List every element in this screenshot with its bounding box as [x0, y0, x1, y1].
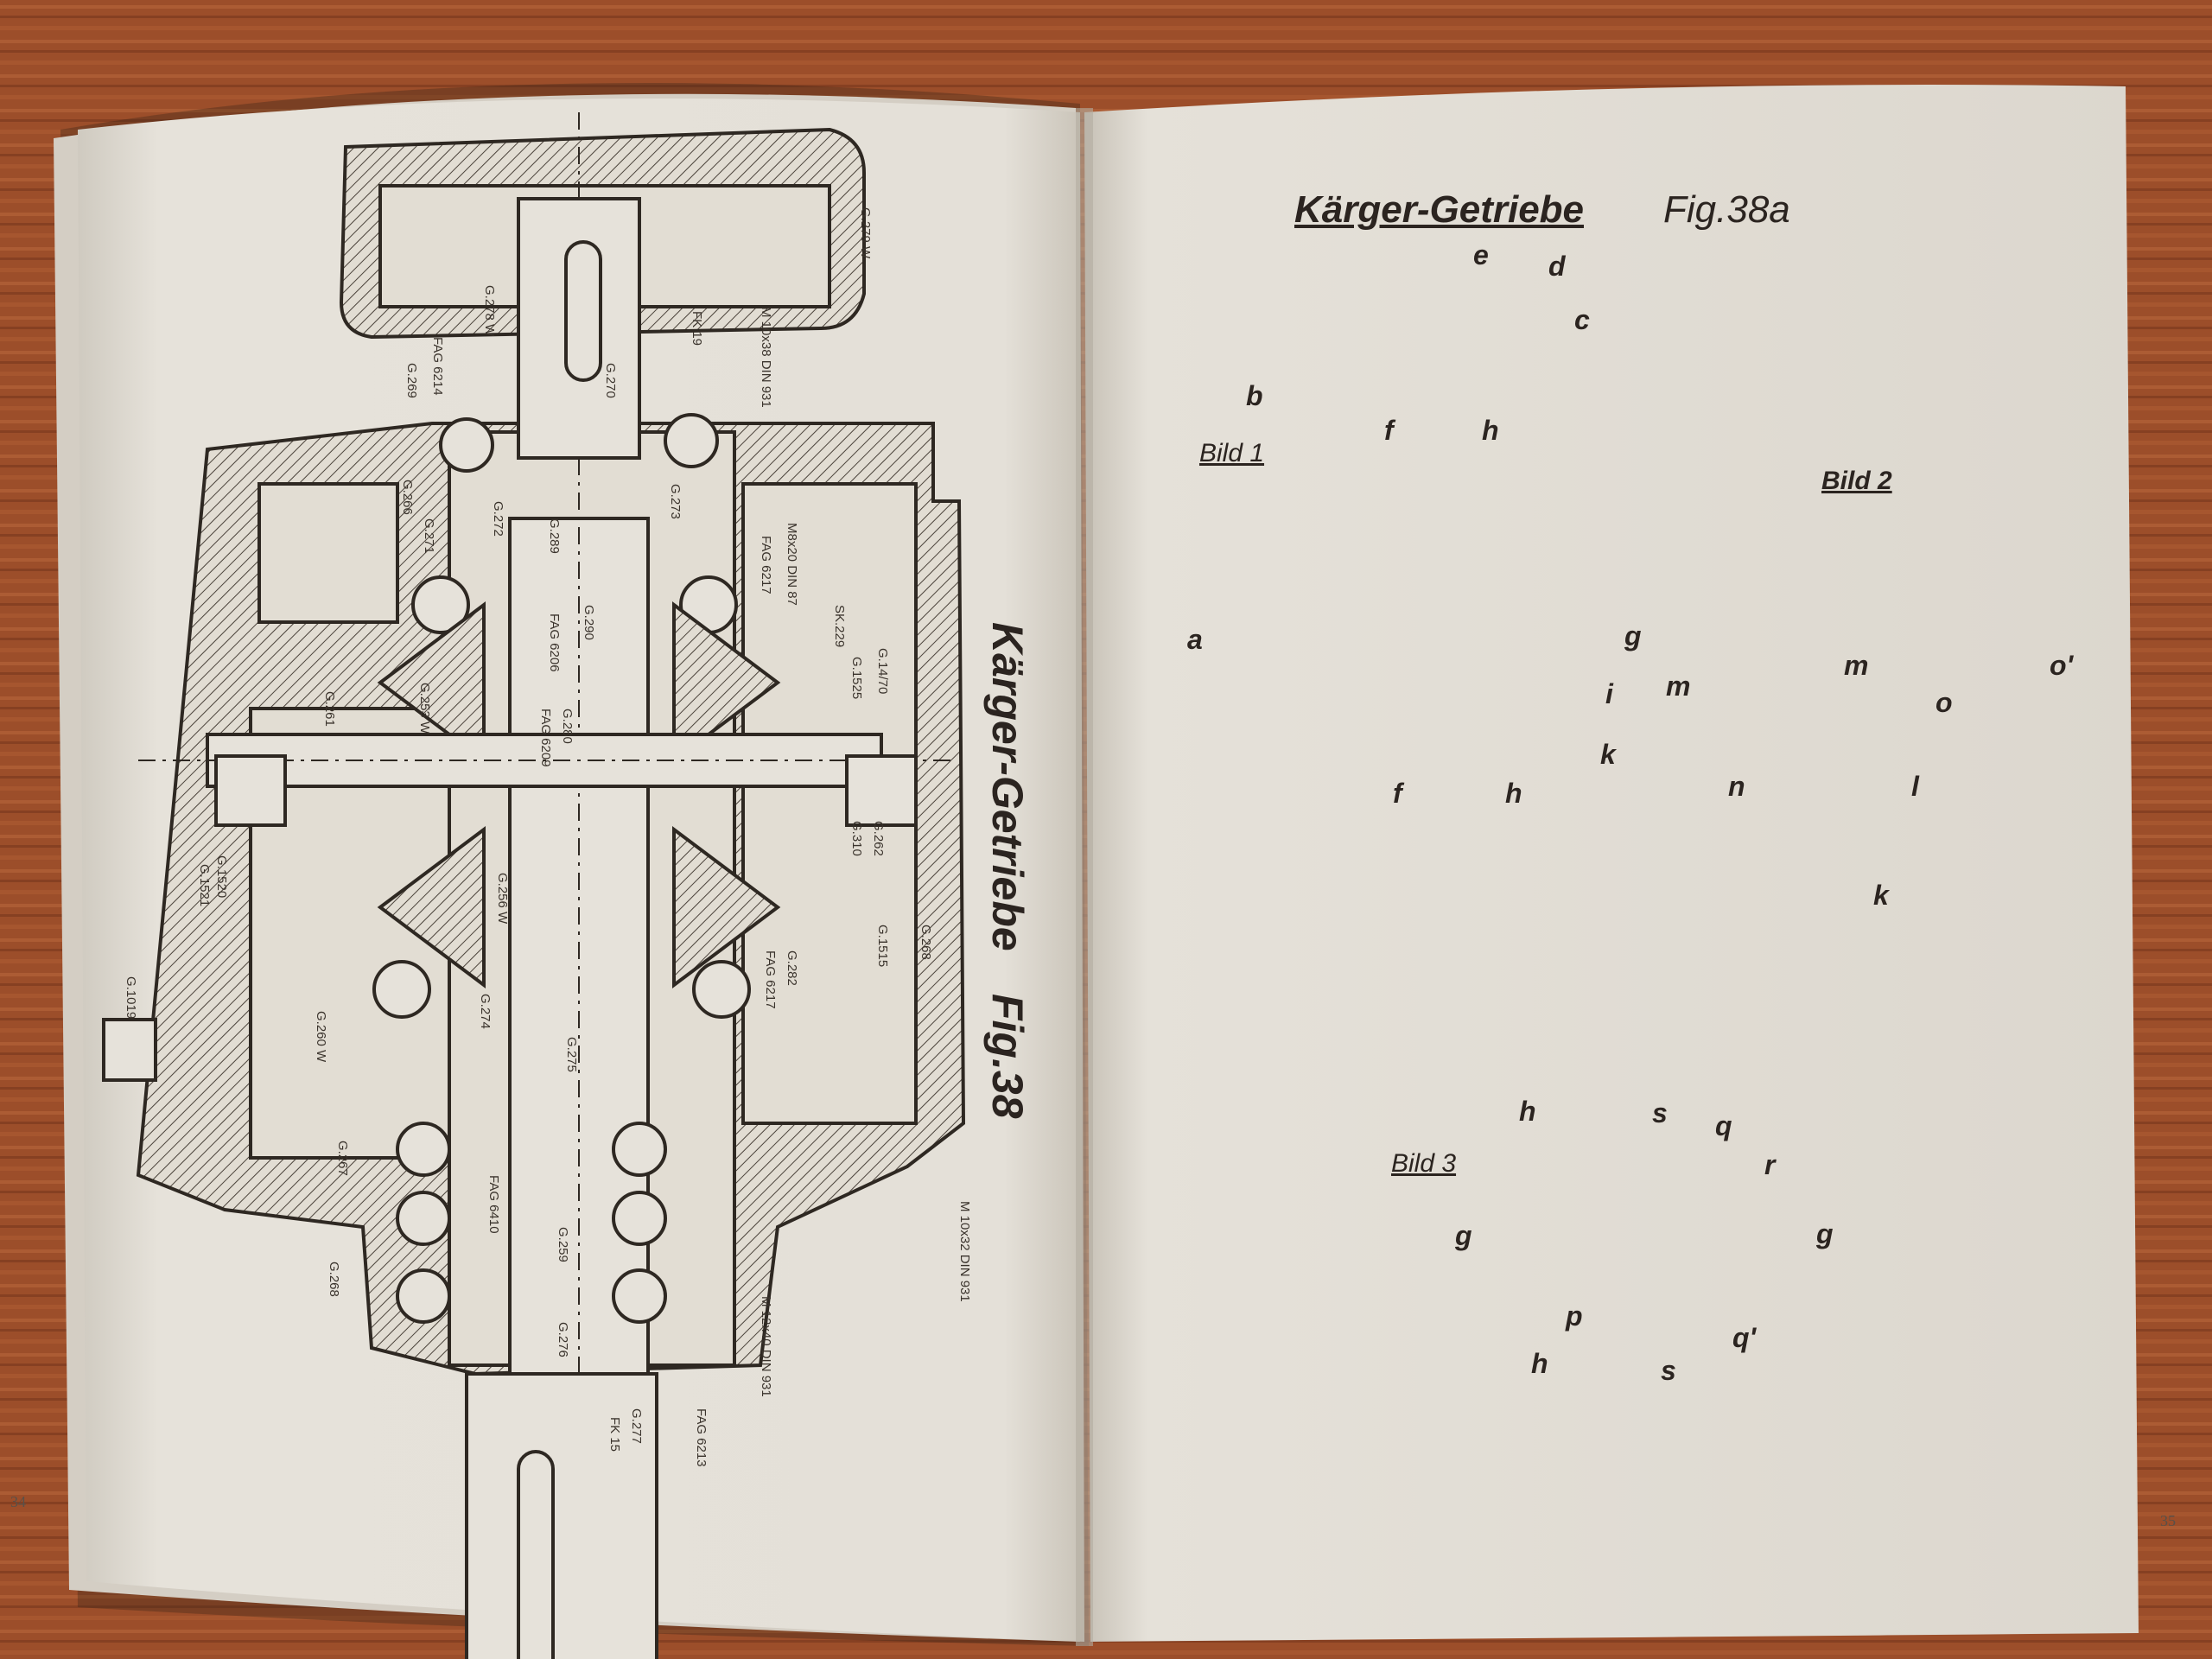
letter-k-bild2: k	[1873, 880, 1889, 911]
part-label: G.260 W	[314, 1011, 328, 1063]
part-label: FK 19	[690, 311, 704, 346]
letter-s-top: s	[1652, 1097, 1668, 1128]
left-page-number: 34	[10, 1493, 26, 1510]
letter-q-prime: q'	[1732, 1322, 1757, 1353]
letter-r: r	[1764, 1149, 1776, 1180]
bild-3-label: Bild 3	[1391, 1149, 1457, 1178]
part-label: G.272	[491, 501, 505, 537]
part-label: G.278 W	[482, 285, 497, 337]
part-label: G.275	[564, 1037, 579, 1072]
part-label: FAG 6217	[759, 536, 773, 594]
letter-g-right: g	[1816, 1218, 1834, 1249]
letter-h-bild3-top: h	[1519, 1096, 1536, 1127]
gearbox-section-drawing	[102, 112, 966, 1659]
part-label: G.1520	[214, 855, 229, 899]
part-label: G.259	[556, 1227, 570, 1262]
left-vertical-title: Kärger-Getriebe	[983, 622, 1032, 951]
part-label: G.282	[785, 950, 799, 986]
letter-g: g	[1624, 620, 1642, 652]
bild-2-label: Bild 2	[1821, 467, 1892, 495]
letter-n: n	[1728, 771, 1745, 802]
part-label: G.1019	[124, 976, 138, 1020]
right-page-number: 35	[2160, 1512, 2176, 1529]
part-label: G.1515	[875, 925, 890, 968]
part-label: G.271	[422, 518, 436, 554]
letter-l: l	[1911, 771, 1919, 802]
part-label: M 10x38 DIN 931	[759, 307, 773, 408]
part-label: FAG 6217	[763, 950, 778, 1009]
part-label: G.256 W	[495, 873, 510, 925]
part-label: G.310	[849, 821, 864, 856]
part-label: G.279 W	[858, 207, 873, 259]
part-label: FAG 6206	[547, 613, 562, 672]
part-label: FAG 6214	[430, 337, 445, 396]
part-label: G.276	[556, 1322, 570, 1357]
part-label: SK.229	[832, 605, 847, 648]
letter-c: c	[1574, 304, 1590, 335]
letter-h-bild3-bottom: h	[1531, 1348, 1548, 1379]
letter-e: e	[1473, 239, 1489, 270]
part-label: G.261	[322, 691, 337, 727]
part-label: G.266	[400, 480, 415, 515]
letter-i: i	[1605, 678, 1613, 709]
part-label: G.14/70	[875, 648, 890, 695]
part-label: G.1521	[197, 864, 212, 907]
letter-f-bottom: f	[1393, 778, 1402, 809]
letter-m: m	[1844, 650, 1869, 681]
part-label: G.268	[327, 1262, 341, 1297]
letter-a: a	[1187, 624, 1203, 655]
part-label: G.262	[871, 821, 886, 856]
part-label: G.277	[629, 1408, 644, 1444]
part-label: G.274	[478, 994, 493, 1029]
part-label: G.290	[582, 605, 596, 640]
letter-o-prime: o'	[2050, 650, 2074, 681]
part-label: G.253 W	[417, 683, 432, 734]
letter-d: d	[1548, 251, 1566, 282]
part-label: G.1525	[849, 657, 864, 700]
part-label: G.273	[668, 484, 683, 519]
letter-m1: m	[1666, 671, 1691, 702]
part-label: G.289	[547, 518, 562, 554]
right-figure-label: Fig.38a	[1663, 188, 1790, 231]
part-label: M 10x32 DIN 931	[957, 1201, 972, 1302]
part-label: FAG 6213	[694, 1408, 709, 1467]
right-page-title: Kärger-Getriebe	[1294, 188, 1585, 231]
part-label: G.268	[918, 925, 933, 960]
letter-p: p	[1566, 1300, 1583, 1332]
part-label: M 12x40 DIN 931	[759, 1296, 773, 1397]
letter-g-left: g	[1455, 1220, 1472, 1251]
letter-h-bottom: h	[1505, 778, 1522, 809]
letter-b: b	[1246, 380, 1263, 411]
part-label: G.270	[603, 363, 618, 398]
letter-k: k	[1600, 739, 1616, 770]
part-label: FK 15	[607, 1417, 622, 1452]
part-label: G.269	[404, 363, 419, 398]
part-label: G.280	[560, 709, 575, 744]
letter-s-bottom: s	[1661, 1355, 1676, 1386]
part-label: G.267	[335, 1141, 350, 1176]
letter-f-top: f	[1384, 415, 1394, 446]
bild-1-label: Bild 1	[1199, 439, 1265, 467]
part-label: FAG 6209	[538, 709, 553, 767]
part-label: M8x20 DIN 87	[785, 523, 799, 606]
left-figure-label: Fig.38	[983, 994, 1032, 1119]
letter-q: q	[1715, 1110, 1732, 1141]
letter-o: o	[1936, 687, 1953, 718]
right-page	[1084, 85, 2139, 1642]
letter-h-top: h	[1482, 415, 1499, 446]
part-label: FAG 6410	[486, 1175, 501, 1234]
